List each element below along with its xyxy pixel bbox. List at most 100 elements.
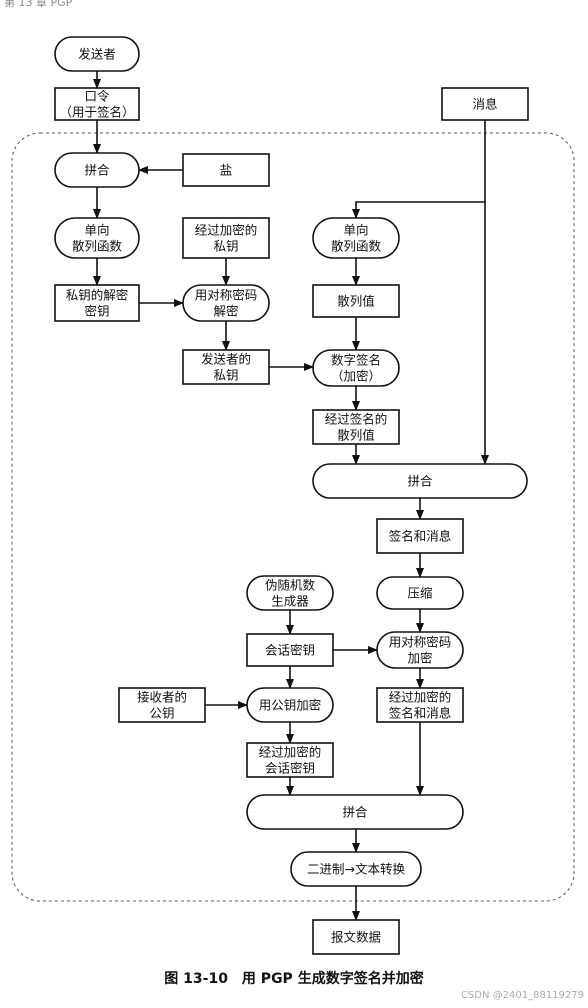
- node-label: 散列值: [337, 428, 375, 443]
- node-label: 口令: [84, 89, 110, 104]
- node-label: 签名和消息: [389, 706, 452, 721]
- node-label: 散列函数: [331, 239, 382, 254]
- data-box: [54, 87, 140, 121]
- process-pill: [312, 217, 400, 259]
- node-label: 拼合: [342, 805, 368, 820]
- data-box: [441, 87, 529, 121]
- process-pill: [312, 349, 400, 387]
- node-label: 用对称密码: [195, 288, 258, 303]
- process-pill: [246, 687, 334, 723]
- node-label: 拼合: [84, 163, 110, 178]
- node-digital-sign: 数字签名（加密）: [312, 349, 400, 387]
- flow-arrow: [352, 201, 485, 219]
- node-passphrase: 口令（用于签名）: [54, 87, 140, 121]
- node-label: 解密: [213, 304, 238, 319]
- node-combine3: 拼合: [246, 794, 464, 830]
- node-label: 公钥: [149, 706, 174, 721]
- process-pill: [246, 794, 464, 830]
- data-box: [118, 687, 206, 723]
- data-box: [376, 687, 464, 723]
- node-label: 私钥: [213, 239, 238, 254]
- process-pill: [54, 36, 140, 72]
- node-sender: 发送者: [54, 36, 140, 72]
- node-label: 散列函数: [72, 239, 123, 254]
- node-label: 盐: [220, 163, 233, 178]
- node-label: 私钥的解密: [66, 288, 129, 303]
- node-combine2: 拼合: [312, 463, 528, 499]
- node-label: 签名和消息: [389, 529, 452, 544]
- process-boundary: [11, 132, 575, 902]
- node-session-key: 会话密钥: [246, 633, 334, 667]
- data-box: [182, 217, 270, 259]
- node-label: 数字签名: [331, 353, 381, 368]
- data-box: [246, 742, 334, 778]
- node-label: 伪随机数: [265, 578, 316, 593]
- node-hash-value: 散列值: [312, 284, 400, 318]
- node-label: 会话密钥: [265, 643, 315, 658]
- node-label: 接收者的: [137, 690, 187, 705]
- node-combine1: 拼合: [54, 152, 140, 188]
- data-box: [182, 349, 270, 385]
- data-box: [312, 284, 400, 318]
- node-message: 消息: [441, 87, 529, 121]
- node-label: （加密）: [331, 369, 381, 384]
- node-label: 单向: [343, 223, 368, 238]
- page-header: 第 13 章 PGP: [4, 0, 73, 9]
- data-box: [376, 518, 464, 554]
- nodes: 发送者口令（用于签名）盐拼合单向散列函数经过加密的私钥私钥的解密密钥用对称密码解…: [54, 36, 529, 955]
- process-pill: [312, 463, 528, 499]
- process-pill: [182, 284, 270, 322]
- node-label: 经过加密的: [389, 690, 452, 705]
- node-pubkey-encrypt: 用公钥加密: [246, 687, 334, 723]
- node-label: 经过加密的: [259, 745, 322, 760]
- node-label: 发送者: [78, 47, 116, 62]
- node-label: 经过签名的: [325, 412, 388, 427]
- node-message-data: 报文数据: [312, 919, 400, 955]
- data-box: [182, 153, 270, 187]
- node-compress: 压缩: [376, 576, 464, 610]
- data-box: [312, 409, 400, 445]
- data-box: [246, 633, 334, 667]
- node-label: 压缩: [407, 586, 432, 601]
- process-pill: [376, 631, 464, 669]
- watermark: CSDN @2401_88119279: [460, 990, 584, 1001]
- node-label: 加密: [407, 651, 432, 666]
- process-pill: [54, 217, 140, 259]
- node-label: 单向: [84, 223, 109, 238]
- node-label: 用对称密码: [389, 635, 452, 650]
- node-label: 私钥: [213, 368, 238, 383]
- node-label: 密钥: [84, 304, 109, 319]
- data-box: [54, 284, 140, 322]
- node-label: 生成器: [271, 594, 309, 609]
- process-pill: [54, 152, 140, 188]
- data-box: [312, 919, 400, 955]
- node-label: 用公钥加密: [259, 698, 322, 713]
- node-label: 报文数据: [331, 930, 381, 945]
- process-pill: [246, 575, 334, 611]
- node-label: 消息: [472, 97, 497, 112]
- process-pill: [376, 576, 464, 610]
- node-sig-and-msg: 签名和消息: [376, 518, 464, 554]
- node-salt: 盐: [182, 153, 270, 187]
- edges: [93, 71, 489, 921]
- process-pill: [290, 851, 422, 887]
- node-label: 会话密钥: [265, 761, 315, 776]
- node-label: 经过加密的: [195, 223, 258, 238]
- node-label: 发送者的: [201, 352, 251, 367]
- node-label: 散列值: [337, 294, 375, 309]
- node-label: 拼合: [407, 474, 433, 489]
- node-label: 二进制→文本转换: [307, 862, 405, 877]
